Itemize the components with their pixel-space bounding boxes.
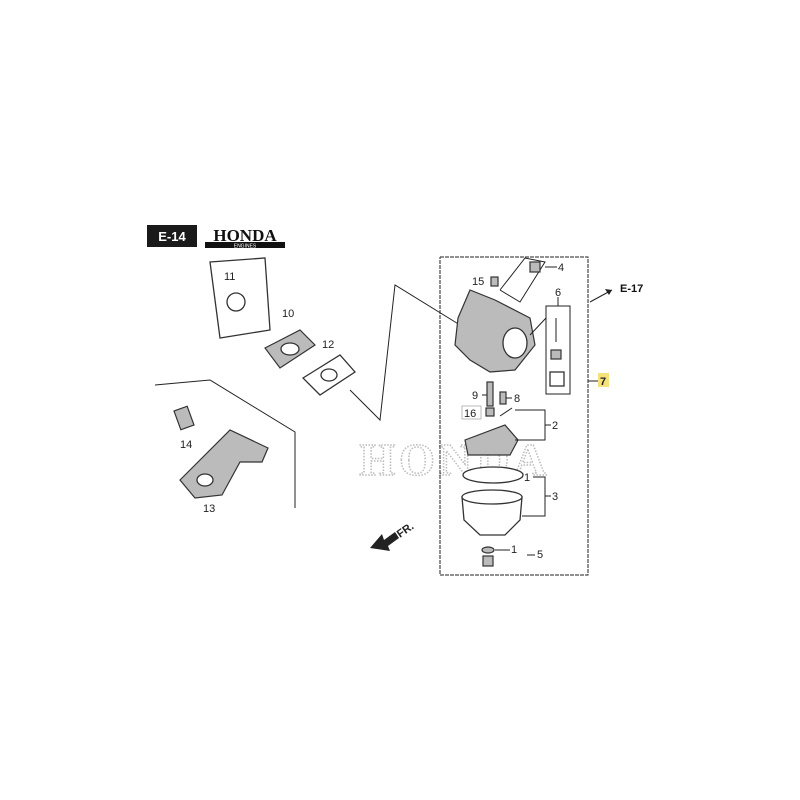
kit-frame-4 [499, 257, 546, 303]
callout-9[interactable]: 9 [472, 390, 478, 402]
front-arrow-icon [370, 532, 399, 551]
ring-gasket-1 [462, 466, 524, 484]
callout-5[interactable]: 5 [537, 549, 543, 561]
callout-7[interactable]: 7 [600, 376, 606, 388]
callout-16-box [461, 405, 482, 420]
highlight-7 [598, 373, 609, 387]
carburetor-bore [502, 327, 528, 359]
callout-2[interactable]: 2 [552, 420, 558, 432]
pin-2 [499, 407, 513, 417]
float-2 [464, 424, 519, 456]
callout-1-ring[interactable]: 1 [524, 472, 530, 484]
screw-15 [490, 276, 499, 287]
insulator-10-hole [280, 342, 300, 356]
spring-6 [550, 349, 562, 360]
bracket-13 [179, 429, 269, 499]
leader-6-body [529, 317, 547, 336]
gasket-12-hole [320, 368, 338, 382]
callout-12[interactable]: 12 [322, 339, 334, 351]
float-bowl-3-rim [461, 489, 523, 505]
callout-8[interactable]: 8 [514, 393, 520, 405]
callout-6[interactable]: 6 [555, 287, 561, 299]
bracket-13-hole [196, 473, 214, 487]
e17-arrow-icon [605, 289, 612, 295]
logo-sub: ENGINES [234, 244, 257, 250]
jet-8 [499, 391, 507, 405]
callout-11[interactable]: 11 [224, 271, 235, 283]
drain-bolt-5 [482, 555, 494, 567]
washer-1 [481, 546, 495, 554]
callout-15[interactable]: 15 [472, 276, 484, 288]
plate-6 [549, 371, 565, 387]
collar-14 [173, 405, 195, 431]
logo-bar [205, 242, 285, 248]
section-badge [147, 225, 197, 247]
jet-9 [486, 381, 494, 407]
group-frame-left [154, 379, 296, 508]
next-section-link[interactable]: E-17 [620, 283, 643, 295]
gasket-11-hole [226, 292, 246, 312]
honda-logo: HONDA [213, 226, 277, 245]
callout-1-washer[interactable]: 1 [511, 544, 517, 556]
section-code: E-14 [158, 229, 186, 244]
callout-16[interactable]: 16 [464, 408, 476, 420]
callout-14[interactable]: 14 [180, 439, 192, 451]
callout-13[interactable]: 13 [203, 503, 215, 515]
carburetor-assembly-frame [439, 256, 589, 576]
callout-10[interactable]: 10 [282, 308, 294, 320]
callout-4[interactable]: 4 [558, 262, 564, 274]
leader-line-gaskets [349, 284, 461, 422]
nozzle-16 [485, 407, 495, 417]
callout-3[interactable]: 3 [552, 491, 558, 503]
screw-4 [529, 261, 541, 273]
